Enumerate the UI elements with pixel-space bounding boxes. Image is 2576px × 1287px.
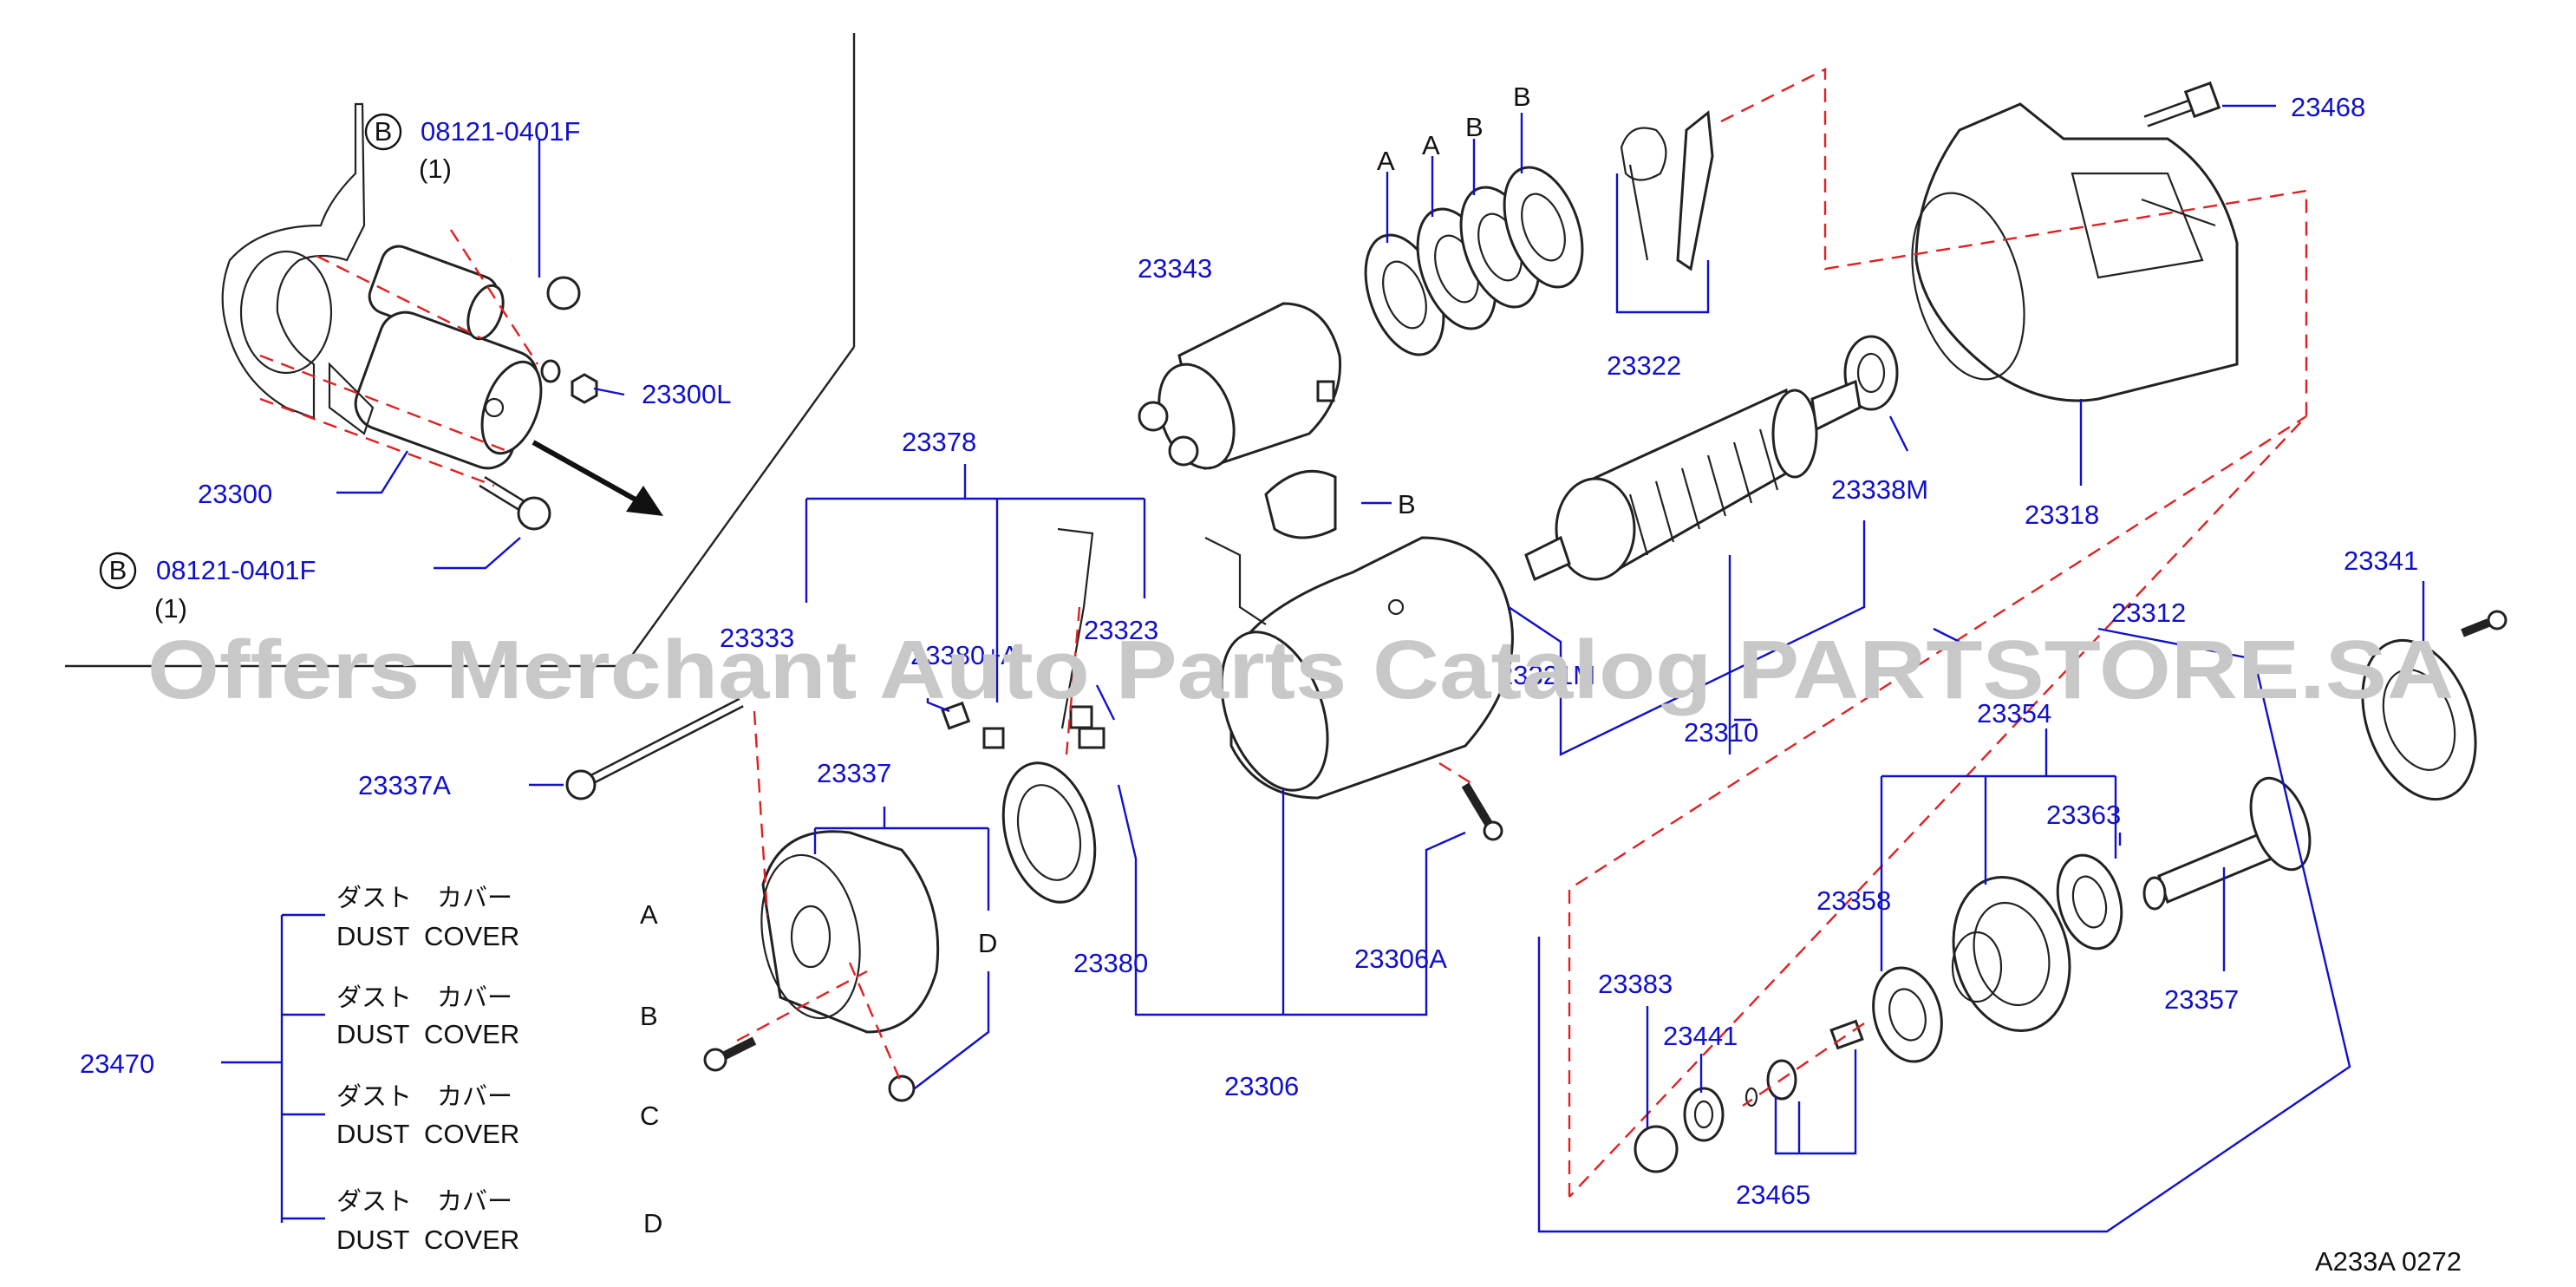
part-label-23358[interactable]: 23358 (1816, 885, 1891, 916)
inset-washer-nut (540, 359, 598, 404)
letter-b-first: B (1465, 112, 1484, 142)
inset-frame (65, 33, 856, 668)
legend-letter-c: C (640, 1101, 659, 1131)
brush-holder (941, 527, 1105, 904)
legend-letter-d: D (643, 1208, 662, 1238)
part-label-23363[interactable]: 23363 (2046, 800, 2121, 830)
front-housing (1911, 102, 2239, 402)
part-label-23300l[interactable]: 23300L (642, 379, 731, 409)
part-label-23318[interactable]: 23318 (2025, 500, 2099, 530)
letter-b-second: B (1513, 82, 1531, 112)
inset-red-dashes (259, 229, 539, 487)
ball-23441 (1683, 1087, 1725, 1142)
watermark-text: Offers Merchant Auto Parts Catalog PARTS… (147, 624, 2454, 716)
part-label-23441[interactable]: 23441 (1663, 1021, 1738, 1051)
assembly-dash-lines (736, 68, 2308, 1198)
washer-23383 (1634, 1125, 1679, 1173)
part-label-23380a[interactable]: 23380+A (910, 640, 1019, 670)
part-label-23322[interactable]: 23322 (1607, 350, 1681, 381)
inset-leaders (336, 139, 625, 570)
legend-jp-d: ダスト カバー (336, 1186, 512, 1216)
inset-labels: B 08121-0401F (1) B 08121-0401F (1) 2330… (99, 113, 731, 624)
legend-letter-a: A (640, 899, 658, 930)
bearing-23358 (1872, 966, 1943, 1063)
part-label-23323[interactable]: 23323 (1084, 615, 1158, 645)
bracket-b-part (1264, 469, 1337, 539)
pinion-shaft-23357 (2142, 776, 2312, 911)
center-bracket-23341 (2361, 610, 2508, 801)
legend-jp-a: ダスト カバー (336, 883, 512, 912)
part-label-23338m[interactable]: 23338M (1831, 474, 1928, 505)
legend-en-c: DUST COVER (336, 1119, 519, 1149)
part-label-23383[interactable]: 23383 (1598, 969, 1673, 999)
bolt-part-number-top[interactable]: 08121-0401F (421, 116, 580, 147)
legend-jp-c: ダスト カバー (336, 1081, 512, 1111)
bolt-part-number-bottom[interactable]: 08121-0401F (156, 555, 316, 585)
through-bolt-23337a (565, 697, 744, 800)
inset-bolt-upper (509, 257, 581, 310)
legend-row-c: ダスト カバー DUST COVER C (336, 1081, 659, 1149)
legend-jp-b: ダスト カバー (336, 983, 512, 1012)
housing-bolt-23468 (2143, 81, 2221, 127)
arrow-to-exploded-view (532, 440, 663, 516)
part-label-23337[interactable]: 23337 (817, 758, 891, 788)
circle-b-letter-bottom: B (109, 555, 127, 585)
part-label-23354[interactable]: 23354 (1977, 698, 2051, 728)
bolt-qty-bottom: (1) (154, 593, 187, 624)
diagram-code: A233A 0272 (2315, 1246, 2462, 1277)
part-label-23312[interactable]: 23312 (2111, 598, 2186, 628)
armature (1524, 379, 1862, 582)
legend-en-a: DUST COVER (336, 921, 519, 951)
inset-bolt-lower (479, 476, 551, 531)
gear-23354 (1951, 875, 2071, 1033)
shift-lever (1620, 110, 1714, 271)
circle-b-letter-top: B (375, 116, 393, 147)
legend-row-d: ダスト カバー DUST COVER D (336, 1186, 662, 1255)
letter-b-bracket: B (1398, 489, 1416, 519)
part-label-23380[interactable]: 23380 (1073, 948, 1148, 978)
bolt-qty-top: (1) (419, 154, 452, 184)
bearing-23363 (2056, 853, 2123, 951)
circle-b-badge-top (364, 113, 402, 151)
part-label-23357[interactable]: 23357 (2164, 984, 2239, 1015)
part-label-23337a[interactable]: 23337A (358, 770, 451, 800)
yoke-assembly (1204, 536, 1514, 800)
solenoid-switch (1138, 302, 1342, 470)
part-label-23321m[interactable]: 23321M (1498, 660, 1595, 690)
circle-b-badge-bottom (99, 552, 137, 590)
part-label-23468[interactable]: 23468 (2291, 92, 2365, 122)
dust-cover-legend: ダスト カバー DUST COVER A ダスト カバー DUST COVER … (336, 883, 662, 1255)
part-label-23343[interactable]: 23343 (1138, 253, 1212, 284)
inset-starter-motor (328, 245, 543, 470)
dust-cover-rings (1364, 166, 1584, 356)
part-label-23306[interactable]: 23306 (1224, 1071, 1299, 1101)
part-label-23465[interactable]: 23465 (1736, 1179, 1810, 1210)
legend-row-b: ダスト カバー DUST COVER B (336, 983, 658, 1049)
engine-block-outline (221, 102, 366, 420)
part-label-23300[interactable]: 23300 (198, 479, 272, 509)
part-label-23341[interactable]: 23341 (2344, 546, 2418, 576)
main-part-labels: 23343 23378 23333 23380+A 23323 23337A 2… (80, 92, 2418, 1210)
dust-cover-ring-leaders (1386, 113, 1523, 243)
cover-letter-labels: A A B B B D (978, 82, 1531, 958)
screw-rear-cover (703, 1036, 757, 1072)
letter-a-second: A (1422, 130, 1440, 160)
screw-23306a (1461, 782, 1503, 841)
rear-cover (760, 830, 940, 1102)
legend-row-a: ダスト カバー DUST COVER A (336, 883, 658, 951)
letter-a-first: A (1377, 146, 1395, 176)
part-label-23333[interactable]: 23333 (720, 623, 794, 653)
legend-en-d: DUST COVER (336, 1225, 519, 1255)
part-label-23310[interactable]: 23310 (1684, 717, 1758, 748)
part-label-23378[interactable]: 23378 (902, 427, 976, 457)
legend-en-b: DUST COVER (336, 1019, 519, 1049)
letter-d-rear: D (978, 928, 997, 958)
legend-letter-b: B (640, 1001, 658, 1031)
part-label-23470[interactable]: 23470 (80, 1049, 154, 1079)
part-leaders (221, 104, 2425, 1233)
part-label-23306a[interactable]: 23306A (1354, 944, 1447, 974)
